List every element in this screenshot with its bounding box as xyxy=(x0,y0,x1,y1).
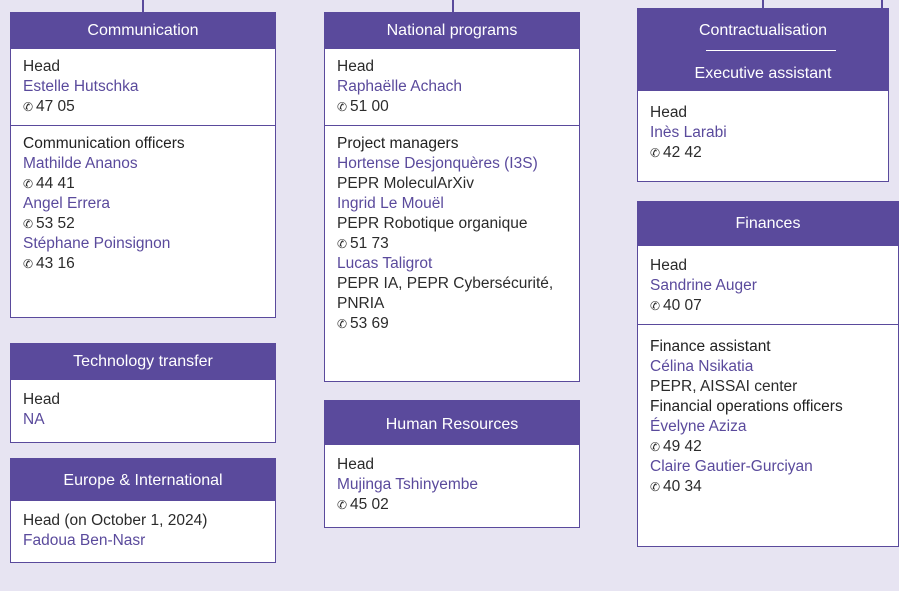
tech-transfer-card: Technology transfer Head NA xyxy=(10,343,276,443)
head-phone: ✆45 02 xyxy=(337,495,567,515)
phone-icon: ✆ xyxy=(23,100,34,114)
officer-name: Angel Errera xyxy=(23,195,111,212)
officer-phone: ✆43 16 xyxy=(23,254,263,274)
head-name: Mujinga Tshinyembe xyxy=(337,476,479,493)
finances-head-section: Head Sandrine Auger ✆40 07 xyxy=(638,246,898,324)
head-phone: ✆51 00 xyxy=(337,97,567,117)
officer-phone: ✆44 41 xyxy=(23,174,263,194)
officer-phone: ✆53 52 xyxy=(23,214,263,234)
officer-name: Claire Gautier-Gurciyan xyxy=(650,458,813,475)
communication-head-section: Head Estelle Hutschka ✆47 05 xyxy=(11,49,275,125)
head-name: Inès Larabi xyxy=(650,124,727,141)
human-resources-card: Human Resources Head Mujinga Tshinyembe … xyxy=(324,400,580,528)
pm-label: Project managers xyxy=(337,135,459,152)
pm-name: Ingrid Le Mouël xyxy=(337,195,444,212)
head-name: Estelle Hutschka xyxy=(23,78,139,95)
connector-line xyxy=(452,0,454,12)
tech-transfer-head-section: Head NA xyxy=(11,380,275,438)
head-phone: ✆40 07 xyxy=(650,296,886,316)
pm-phone: ✆53 69 xyxy=(337,314,567,334)
finances-header: Finances xyxy=(638,202,898,246)
contract-head-section: Head Inès Larabi ✆42 42 xyxy=(638,91,888,171)
head-phone: ✆42 42 xyxy=(650,143,876,163)
phone-icon: ✆ xyxy=(650,480,661,494)
officers-label: Communication officers xyxy=(23,135,185,152)
phone-number: 53 52 xyxy=(36,215,75,232)
phone-icon: ✆ xyxy=(337,317,348,331)
pm-role: PEPR IA, PEPR Cybersécurité, PNRIA xyxy=(337,275,554,312)
officer-name: Évelyne Aziza xyxy=(650,418,747,435)
pm-role: PEPR MoleculArXiv xyxy=(337,175,474,192)
phone-icon: ✆ xyxy=(650,440,661,454)
phone-icon: ✆ xyxy=(650,146,661,160)
phone-number: 44 41 xyxy=(36,175,75,192)
europe-header: Europe & International xyxy=(11,459,275,501)
executive-assistant-label: Executive assistant xyxy=(694,65,832,82)
phone-icon: ✆ xyxy=(23,217,34,231)
phone-number: 42 42 xyxy=(663,144,702,161)
phone-number: 45 02 xyxy=(350,496,389,513)
head-name: Raphaëlle Achach xyxy=(337,78,462,95)
pm-name: Lucas Taligrot xyxy=(337,255,433,272)
head-label: Head xyxy=(23,391,61,408)
national-pm-section: Project managers Hortense Desjonquères (… xyxy=(325,125,579,342)
finances-card: Finances Head Sandrine Auger ✆40 07 Fina… xyxy=(637,201,899,547)
phone-number: 53 69 xyxy=(350,315,389,332)
finance-assistant-name: Célina Nsikatia xyxy=(650,358,754,375)
finances-staff-section: Finance assistant Célina Nsikatia PEPR, … xyxy=(638,324,898,505)
head-name: Sandrine Auger xyxy=(650,277,757,294)
head-name: NA xyxy=(23,411,45,428)
phone-number: 51 73 xyxy=(350,235,389,252)
head-label: Head xyxy=(23,58,61,75)
head-label: Head xyxy=(650,104,688,121)
officer-phone: ✆49 42 xyxy=(650,437,886,457)
phone-icon: ✆ xyxy=(337,498,348,512)
national-head-section: Head Raphaëlle Achach ✆51 00 xyxy=(325,49,579,125)
header-divider xyxy=(706,50,836,51)
pm-phone: ✆51 73 xyxy=(337,234,567,254)
phone-icon: ✆ xyxy=(23,177,34,191)
phone-number: 40 07 xyxy=(663,297,702,314)
phone-icon: ✆ xyxy=(337,237,348,251)
head-label: Head (on October 1, 2024) xyxy=(23,512,208,529)
head-phone: ✆47 05 xyxy=(23,97,263,117)
head-label: Head xyxy=(337,456,375,473)
phone-number: 43 16 xyxy=(36,255,75,272)
contractualisation-title: Contractualisation xyxy=(698,22,828,39)
europe-card: Europe & International Head (on October … xyxy=(10,458,276,563)
phone-icon: ✆ xyxy=(650,299,661,313)
phone-number: 51 00 xyxy=(350,98,389,115)
tech-transfer-header: Technology transfer xyxy=(11,344,275,380)
head-label: Head xyxy=(650,257,688,274)
contractualisation-card: Contractualisation Executive assistant H… xyxy=(637,8,889,182)
human-resources-header: Human Resources xyxy=(325,401,579,445)
phone-icon: ✆ xyxy=(337,100,348,114)
officer-name: Mathilde Ananos xyxy=(23,155,138,172)
phone-number: 47 05 xyxy=(36,98,75,115)
europe-head-section: Head (on October 1, 2024) Fadoua Ben-Nas… xyxy=(11,501,275,559)
phone-number: 49 42 xyxy=(663,438,702,455)
national-programs-card: National programs Head Raphaëlle Achach … xyxy=(324,12,580,382)
connector-line xyxy=(762,0,764,8)
phone-icon: ✆ xyxy=(23,257,34,271)
financial-officers-label: Financial operations officers xyxy=(650,398,843,415)
communication-card: Communication Head Estelle Hutschka ✆47 … xyxy=(10,12,276,318)
head-name: Fadoua Ben-Nasr xyxy=(23,532,146,549)
officer-name: Stéphane Poinsignon xyxy=(23,235,171,252)
head-label: Head xyxy=(337,58,375,75)
phone-number: 40 34 xyxy=(663,478,702,495)
finance-assistant-role: PEPR, AISSAI center xyxy=(650,378,798,395)
pm-role: PEPR Robotique organique xyxy=(337,215,528,232)
hr-head-section: Head Mujinga Tshinyembe ✆45 02 xyxy=(325,445,579,523)
contractualisation-header: Contractualisation Executive assistant xyxy=(638,9,888,91)
officer-phone: ✆40 34 xyxy=(650,477,886,497)
pm-name: Hortense Desjonquères (I3S) xyxy=(337,155,538,172)
communication-officers-section: Communication officers Mathilde Ananos ✆… xyxy=(11,125,275,282)
communication-header: Communication xyxy=(11,13,275,49)
national-programs-header: National programs xyxy=(325,13,579,49)
finance-assistant-label: Finance assistant xyxy=(650,338,771,355)
connector-line xyxy=(142,0,144,12)
